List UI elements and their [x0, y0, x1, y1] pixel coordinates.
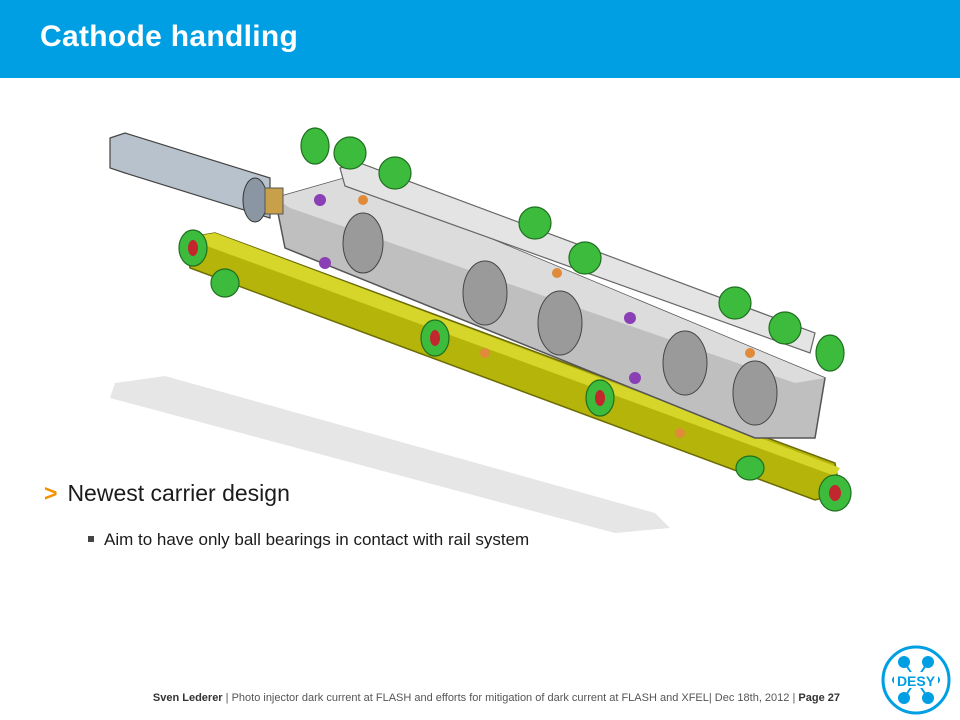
footer-date: Dec 18th, 2012	[714, 692, 790, 704]
title-bar: Cathode handling	[0, 0, 960, 78]
footer-page: Page 27	[798, 692, 840, 704]
body-hole	[537, 290, 583, 356]
body-hole	[342, 212, 384, 274]
desy-logo: DESY	[881, 645, 951, 715]
bullet-main: > Newest carrier design	[44, 480, 290, 507]
desy-logo-text: DESY	[897, 673, 936, 689]
body-hole	[662, 330, 708, 396]
body-hole	[732, 360, 778, 426]
carrier-shadow	[110, 376, 670, 533]
bullet-arrow: >	[44, 480, 58, 506]
slide-title: Cathode handling	[40, 20, 299, 53]
fasteners	[314, 194, 755, 438]
footer-author: Sven Lederer	[152, 692, 223, 704]
footer: Sven Lederer | Photo injector dark curre…	[0, 692, 840, 704]
footer-talk: | Photo injector dark current at FLASH a…	[225, 692, 712, 704]
wheel-hubs	[188, 240, 841, 501]
footer-separator: |	[792, 692, 796, 704]
bullet-main-text: Newest carrier design	[67, 480, 290, 506]
bullet-sub-text: Aim to have only ball bearings in contac…	[104, 530, 530, 549]
carrier-cad-image	[109, 127, 852, 533]
body-hole	[462, 260, 508, 326]
square-bullet-icon	[88, 535, 94, 542]
cathode-cylinder	[109, 132, 271, 219]
bullet-sub: Aim to have only ball bearings in contac…	[88, 530, 529, 550]
